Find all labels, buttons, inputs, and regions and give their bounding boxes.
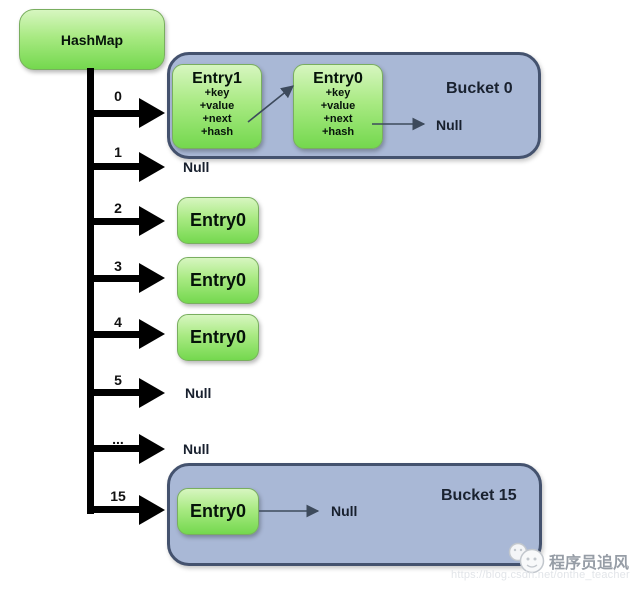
- entry0-field-value: +value: [320, 100, 356, 112]
- trunk-line: [87, 68, 94, 514]
- arrow-head-2: [139, 206, 165, 236]
- index-label-0: 0: [114, 88, 122, 104]
- arrow-stem-ellipsis: [87, 445, 140, 452]
- bucket-15-label: Bucket 15: [441, 487, 517, 504]
- entry0-field-next: +next: [323, 113, 353, 125]
- index-label-3: 3: [114, 258, 122, 274]
- index-label-ellipsis: ...: [112, 431, 124, 447]
- null-label-row-1: Null: [183, 159, 210, 175]
- arrow-head-ellipsis: [139, 434, 165, 464]
- entry1-field-next: +next: [202, 113, 232, 125]
- entry1-field-hash: +hash: [200, 126, 234, 138]
- hashmap-node-label: HashMap: [60, 31, 124, 48]
- arrow-stem-5: [87, 389, 140, 396]
- null-label-bucket-15: Null: [331, 503, 358, 519]
- index-label-1: 1: [114, 144, 122, 160]
- arrow-head-4: [139, 319, 165, 349]
- entry0-node-label: Entry0: [189, 270, 247, 290]
- bucket-0-label: Bucket 0: [446, 80, 513, 97]
- index-label-15: 15: [110, 488, 126, 504]
- arrow-stem-4: [87, 331, 140, 338]
- arrow-head-15: [139, 495, 165, 525]
- null-label-row-ellipsis: Null: [183, 441, 210, 457]
- entry0-node-label: Entry0: [189, 210, 247, 230]
- entry0-node-bucket-15: Entry0: [177, 488, 259, 535]
- entry0-detail-node: Entry0 +key +value +next +hash: [293, 64, 383, 149]
- index-label-5: 5: [114, 372, 122, 388]
- arrow-stem-0: [87, 110, 140, 117]
- entry1-field-value: +value: [199, 100, 235, 112]
- entry1-title: Entry1: [192, 70, 242, 87]
- arrow-head-5: [139, 378, 165, 408]
- arrow-stem-15: [87, 506, 140, 513]
- index-label-2: 2: [114, 200, 122, 216]
- entry0-node-row-4: Entry0: [177, 314, 259, 361]
- null-label-bucket-0: Null: [436, 117, 463, 133]
- arrow-stem-3: [87, 275, 140, 282]
- arrow-head-0: [139, 98, 165, 128]
- index-label-4: 4: [114, 314, 122, 330]
- watermark-author-name: 程序员追风: [549, 555, 630, 572]
- entry1-field-key: +key: [204, 87, 230, 99]
- entry0-node-row-3: Entry0: [177, 257, 259, 304]
- arrow-head-1: [139, 152, 165, 182]
- arrow-stem-1: [87, 163, 140, 170]
- entry0-node-row-2: Entry0: [177, 197, 259, 244]
- null-label-row-5: Null: [185, 385, 212, 401]
- entry0-field-hash: +hash: [321, 126, 355, 138]
- entry0-node-label: Entry0: [189, 501, 247, 521]
- hashmap-node: HashMap: [19, 9, 165, 70]
- entry0-node-label: Entry0: [189, 327, 247, 347]
- entry0-field-key: +key: [325, 87, 351, 99]
- entry1-detail-node: Entry1 +key +value +next +hash: [172, 64, 262, 149]
- arrow-stem-2: [87, 218, 140, 225]
- arrow-head-3: [139, 263, 165, 293]
- entry0-title: Entry0: [313, 70, 363, 87]
- watermark-url: https://blog.csdn.net/onthe_teacher: [451, 569, 630, 581]
